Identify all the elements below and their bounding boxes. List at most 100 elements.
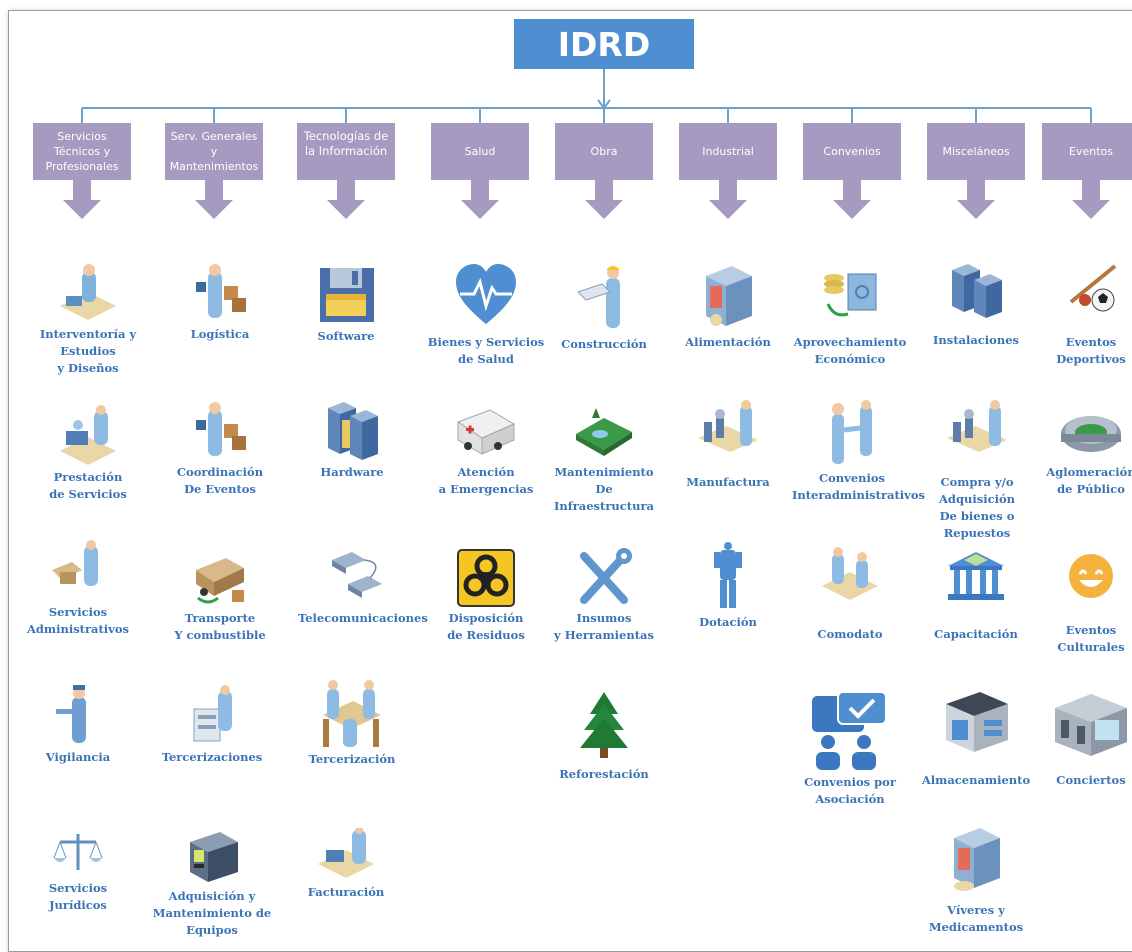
item-prestacion: Prestación de Servicios <box>28 405 148 503</box>
item-manufactura: Manufactura <box>668 400 788 491</box>
item-label: Coordinación De Eventos <box>176 465 264 496</box>
item-tercerizaciones: Tercerizaciones <box>152 685 272 766</box>
item-emergencias: Atención a Emergencias <box>426 400 546 498</box>
pine-tree-icon <box>572 690 636 766</box>
admin-worker-icon <box>46 540 110 604</box>
warehouse-icon <box>940 690 1012 772</box>
item-label: Conciertos <box>1056 773 1126 787</box>
category-serv-generales: Serv. Generales y Mantenimientos <box>165 123 263 219</box>
stadium-icon <box>1059 400 1123 464</box>
server-tower-icon <box>320 400 384 464</box>
item-alimentacion: Alimentación <box>668 262 788 351</box>
item-reforestacion: Reforestación <box>544 690 664 783</box>
item-telecomunicaciones: Telecomunicaciones <box>298 546 428 627</box>
construction-worker-icon <box>572 262 636 336</box>
item-residuos: Disposición de Residuos <box>426 546 546 644</box>
root-title: IDRD <box>557 24 651 64</box>
item-construccion: Construcción <box>544 262 664 353</box>
item-label: Mantenimiento De Infraestructura <box>554 465 654 513</box>
category-label: Obra <box>555 123 653 180</box>
category-label: Salud <box>431 123 529 180</box>
item-label: Adquisición y Mantenimiento de Equipos <box>152 889 272 937</box>
buildings-icon <box>944 262 1008 332</box>
item-label: Transporte Y combustible <box>174 611 266 642</box>
item-insumos: Insumos y Herramientas <box>544 546 664 644</box>
item-label: Prestación de Servicios <box>49 470 127 501</box>
item-label: Almacenamiento <box>921 773 1031 787</box>
billing-desk-icon <box>314 828 378 884</box>
item-label: Compra y/o Adquisición De bienes o Repue… <box>939 475 1015 540</box>
item-label: Servicios Jurídicos <box>48 881 108 912</box>
engineer-desk-icon <box>56 262 120 326</box>
terrain-map-icon <box>572 400 636 464</box>
item-almacenamiento: Almacenamiento <box>916 690 1036 789</box>
item-label: Capacitación <box>934 627 1018 641</box>
item-label: Atención a Emergencias <box>438 465 534 496</box>
purchase-line-icon <box>945 400 1009 474</box>
category-salud: Salud <box>431 123 529 219</box>
category-convenios: Convenios <box>803 123 901 219</box>
item-asociacion: Convenios por Asociación <box>790 690 910 808</box>
biohazard-icon <box>454 546 518 610</box>
telephone-network-icon <box>326 546 390 610</box>
delivery-truck-icon <box>188 546 252 610</box>
category-label: Tecnologías de la Información <box>297 123 395 180</box>
item-interadministrativos: Convenios Interadministrativos <box>792 400 925 504</box>
item-label: Bienes y Servicios de Salud <box>427 335 545 366</box>
item-label: Insumos y Herramientas <box>554 611 654 642</box>
item-capacitacion: Capacitación <box>916 546 1036 643</box>
item-label: Software <box>317 329 375 343</box>
item-infraestructura: Mantenimiento De Infraestructura <box>544 400 664 515</box>
item-label: Eventos Culturales <box>1057 623 1125 654</box>
category-tecnologias: Tecnologías de la Información <box>297 123 395 219</box>
category-miscelaneos: Misceláneos <box>927 123 1025 219</box>
item-deportivos: Eventos Deportivos <box>1031 262 1132 368</box>
item-label: Comodato <box>817 627 883 641</box>
contract-desk-icon <box>818 546 882 626</box>
item-instalaciones: Instalaciones <box>916 262 1036 349</box>
item-tercerizacion: Tercerización <box>292 675 412 768</box>
root-node-idrd: IDRD <box>514 19 694 69</box>
category-label: Convenios <box>803 123 901 180</box>
item-label: Construcción <box>561 337 647 351</box>
tools-icon <box>572 546 636 610</box>
service-desk-icon <box>56 405 120 469</box>
logistics-boxes-icon <box>188 262 252 326</box>
category-obra: Obra <box>555 123 653 219</box>
item-label: Servicios Administrativos <box>26 605 130 636</box>
item-label: Instalaciones <box>933 333 1019 347</box>
item-serv-administrativos: Servicios Administrativos <box>18 540 138 638</box>
item-label: Alimentación <box>685 335 771 349</box>
item-label: Víveres y Medicamentos <box>928 903 1024 934</box>
pharmacy-shelf-icon <box>944 826 1008 902</box>
category-label: Industrial <box>679 123 777 180</box>
item-label: Logística <box>190 327 250 341</box>
item-label: Facturación <box>307 885 385 899</box>
item-adquisicion: Adquisición y Mantenimiento de Equipos <box>152 824 272 939</box>
item-label: Tercerizaciones <box>161 750 263 764</box>
smiley-icon <box>1059 546 1123 622</box>
item-label: Reforestación <box>559 767 649 781</box>
ambulance-icon <box>454 400 518 464</box>
item-label: Manufactura <box>686 475 770 489</box>
category-servicios-tecnicos: Servicios Técnicos y Profesionales <box>33 123 131 219</box>
equipment-rack-icon <box>180 824 244 888</box>
item-culturales: Eventos Culturales <box>1031 546 1132 656</box>
item-aglomeracion: Aglomeración de Público <box>1031 400 1132 498</box>
scales-of-justice-icon <box>46 830 110 880</box>
item-juridicos: Servicios Jurídicos <box>18 830 138 914</box>
item-interventoria: Interventoría y Estudios y Diseños <box>28 262 148 377</box>
item-label: Vigilancia <box>45 750 111 764</box>
item-label: Hardware <box>320 465 384 479</box>
food-vending-icon <box>696 262 760 334</box>
item-label: Disposición de Residuos <box>447 611 525 642</box>
item-label: Dotación <box>699 615 757 629</box>
item-label: Aglomeración de Público <box>1046 465 1132 496</box>
category-label: Serv. Generales y Mantenimientos <box>165 123 263 180</box>
item-label: Interventoría y Estudios y Diseños <box>39 327 137 375</box>
association-chat-icon <box>808 690 892 774</box>
security-guard-icon <box>46 685 110 749</box>
concert-stage-icon <box>1051 690 1131 772</box>
item-comodato: Comodato <box>790 546 910 643</box>
item-label: Eventos Deportivos <box>1056 335 1126 366</box>
